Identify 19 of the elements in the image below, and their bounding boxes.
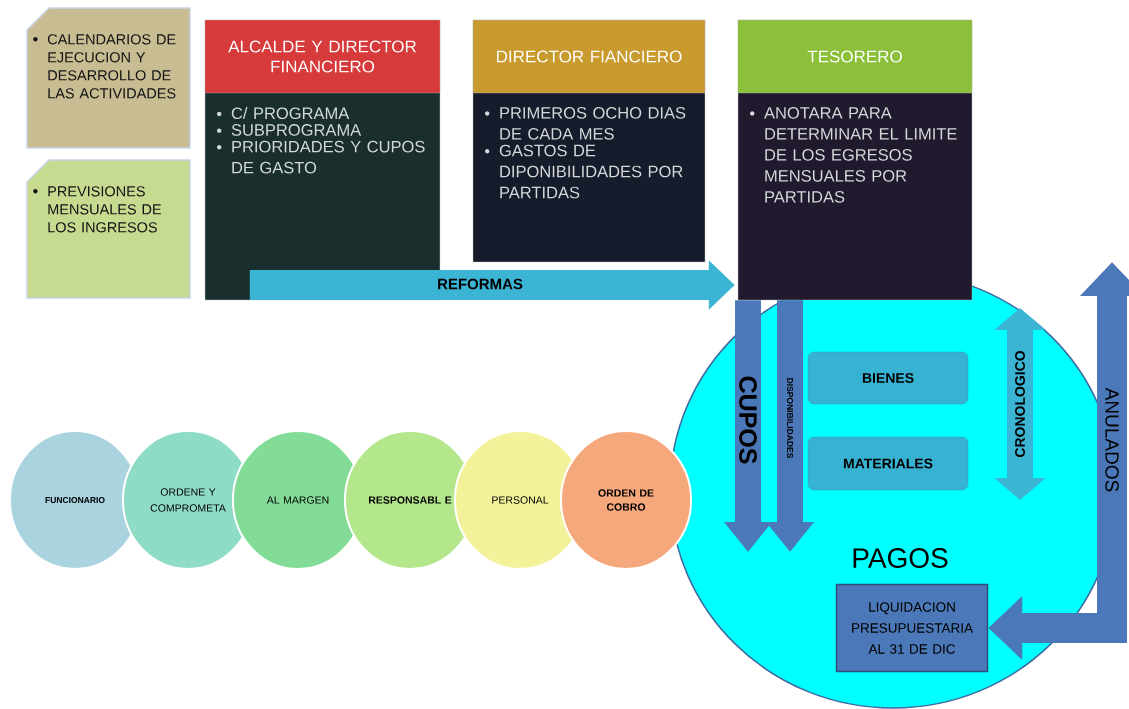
bullet-text: PRIMEROS OCHO DIAS DE CADA MES [485,107,686,140]
bullet-text: SUBPROGRAMA [217,124,362,136]
bullet-text: CALENDARIOS DE EJECUCION Y DESARROLLO DE LAS ACTIVIDADES [33,34,176,99]
header-box: ALCALDE Y DIRECTOR FINANCIERO [204,19,441,94]
header-box: TESORERO [737,19,973,94]
ellipse-title: PAGOS [853,548,948,568]
rounded-button: BIENES [807,351,969,405]
edge-label: CUPOS [738,374,758,466]
bullet-text: PRIORIDADES Y CUPOS DE GASTO [217,140,425,174]
note-box: LIQUIDACION PRESUPUESTARIA AL 31 DE DIC [835,583,989,673]
header-box: DIRECTOR FIANCIERO [472,19,706,94]
arrow-label: CRONOLOGICO [1014,349,1026,459]
bullet-text: ANOTARA PARA DETERMINAR EL LIMITE DE LOS EGRESOS MENSUALES POR PARTIDAS [750,107,957,203]
bullet-text: GASTOS DE DIPONIBILIDADES POR PARTIDAS [485,144,683,199]
bullet-text: C/ PROGRAMA [217,107,350,120]
edge-label: DISPONIBILIDADES [786,376,794,460]
bullet-text: PREVISIONES MENSUALES DE LOS INGRESOS [33,186,161,233]
rounded-button: MATERIALES [807,436,969,491]
edge-label: ANULADOS [1104,386,1120,494]
